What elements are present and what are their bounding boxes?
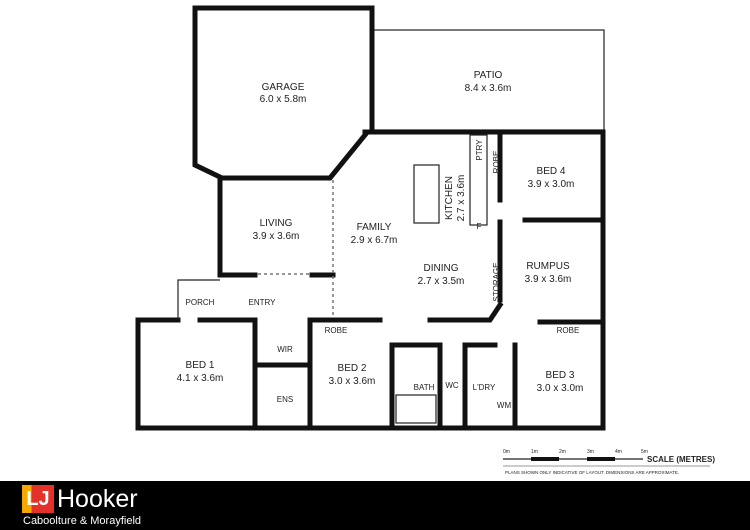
scale-tick-5: 5m — [641, 449, 648, 455]
bed1-name: BED 1 — [186, 360, 215, 371]
fridge-label: F — [477, 222, 482, 231]
kitchen-name: KITCHEN — [444, 176, 455, 220]
family-name: FAMILY — [357, 222, 392, 233]
bed4-size: 3.9 x 3.0m — [528, 179, 575, 190]
dining-name: DINING — [424, 263, 459, 274]
bed3-size: 3.0 x 3.0m — [537, 383, 584, 394]
entry-label: ENTRY — [249, 298, 277, 307]
scale-tick-2: 2m — [559, 449, 566, 455]
bath-label: BATH — [414, 383, 435, 392]
robe-label-bed2: ROBE — [325, 326, 348, 335]
robe-label-bed3: ROBE — [557, 326, 580, 335]
bed1-size: 4.1 x 3.6m — [177, 373, 224, 384]
kitchen-island — [413, 164, 440, 224]
ens-label: ENS — [277, 395, 293, 404]
bath-tub — [395, 394, 437, 424]
office-name: Caboolture & Morayfield — [23, 515, 142, 527]
footer-banner: LJ Hooker Caboolture & Morayfield — [0, 481, 750, 530]
lj-hooker-logo: LJ Hooker — [22, 485, 138, 513]
scale-title: SCALE (METRES) — [647, 455, 715, 464]
wm-label: WM — [497, 401, 512, 410]
scale-tick-1: 1m — [531, 449, 538, 455]
living-size: 3.9 x 3.6m — [253, 231, 300, 242]
scale-bar: 0m 1m 2m 3m 4m 5m SCALE (METRES) PLANS S… — [503, 449, 715, 475]
porch-walls — [177, 279, 220, 320]
scale-tick-4: 4m — [615, 449, 622, 455]
garage-size: 6.0 x 5.8m — [260, 94, 307, 105]
floor-plan: GARAGE 6.0 x 5.8m PATIO 8.4 x 3.6m LIVIN… — [135, 5, 715, 475]
logo-brand: Hooker — [57, 485, 138, 513]
rumpus-size: 3.9 x 3.6m — [525, 274, 572, 285]
storage-label: STORAGE — [492, 263, 501, 302]
pantry-label: PTRY — [475, 139, 484, 161]
porch-label: PORCH — [186, 298, 215, 307]
bed4-name: BED 4 — [537, 166, 566, 177]
scale-disclaimer: PLANS SHOWN ONLY INDICATIVE OF LAYOUT. D… — [505, 470, 679, 475]
laundry-label: L'DRY — [473, 383, 496, 392]
patio-name: PATIO — [474, 70, 503, 81]
bed2-name: BED 2 — [338, 363, 367, 374]
wall — [427, 301, 504, 323]
dining-size: 2.7 x 3.5m — [418, 276, 465, 287]
bed2-size: 3.0 x 3.6m — [329, 376, 376, 387]
kitchen-size: 2.7 x 3.6m — [456, 175, 467, 222]
patio-size: 8.4 x 3.6m — [465, 83, 512, 94]
family-size: 2.9 x 6.7m — [351, 235, 398, 246]
wc-label: WC — [445, 381, 459, 390]
logo-mark: LJ — [22, 485, 54, 513]
garage-walls — [192, 5, 375, 181]
house-outer-walls — [135, 129, 606, 431]
robe-label-bed4: ROBE — [492, 151, 501, 174]
rumpus-name: RUMPUS — [526, 261, 570, 272]
kitchen-bench — [469, 134, 488, 226]
scale-tick-0: 0m — [503, 449, 510, 455]
wir-label: WIR — [277, 345, 293, 354]
scale-tick-3: 3m — [587, 449, 594, 455]
bed3-name: BED 3 — [546, 370, 575, 381]
living-name: LIVING — [260, 218, 293, 229]
garage-name: GARAGE — [262, 82, 305, 93]
